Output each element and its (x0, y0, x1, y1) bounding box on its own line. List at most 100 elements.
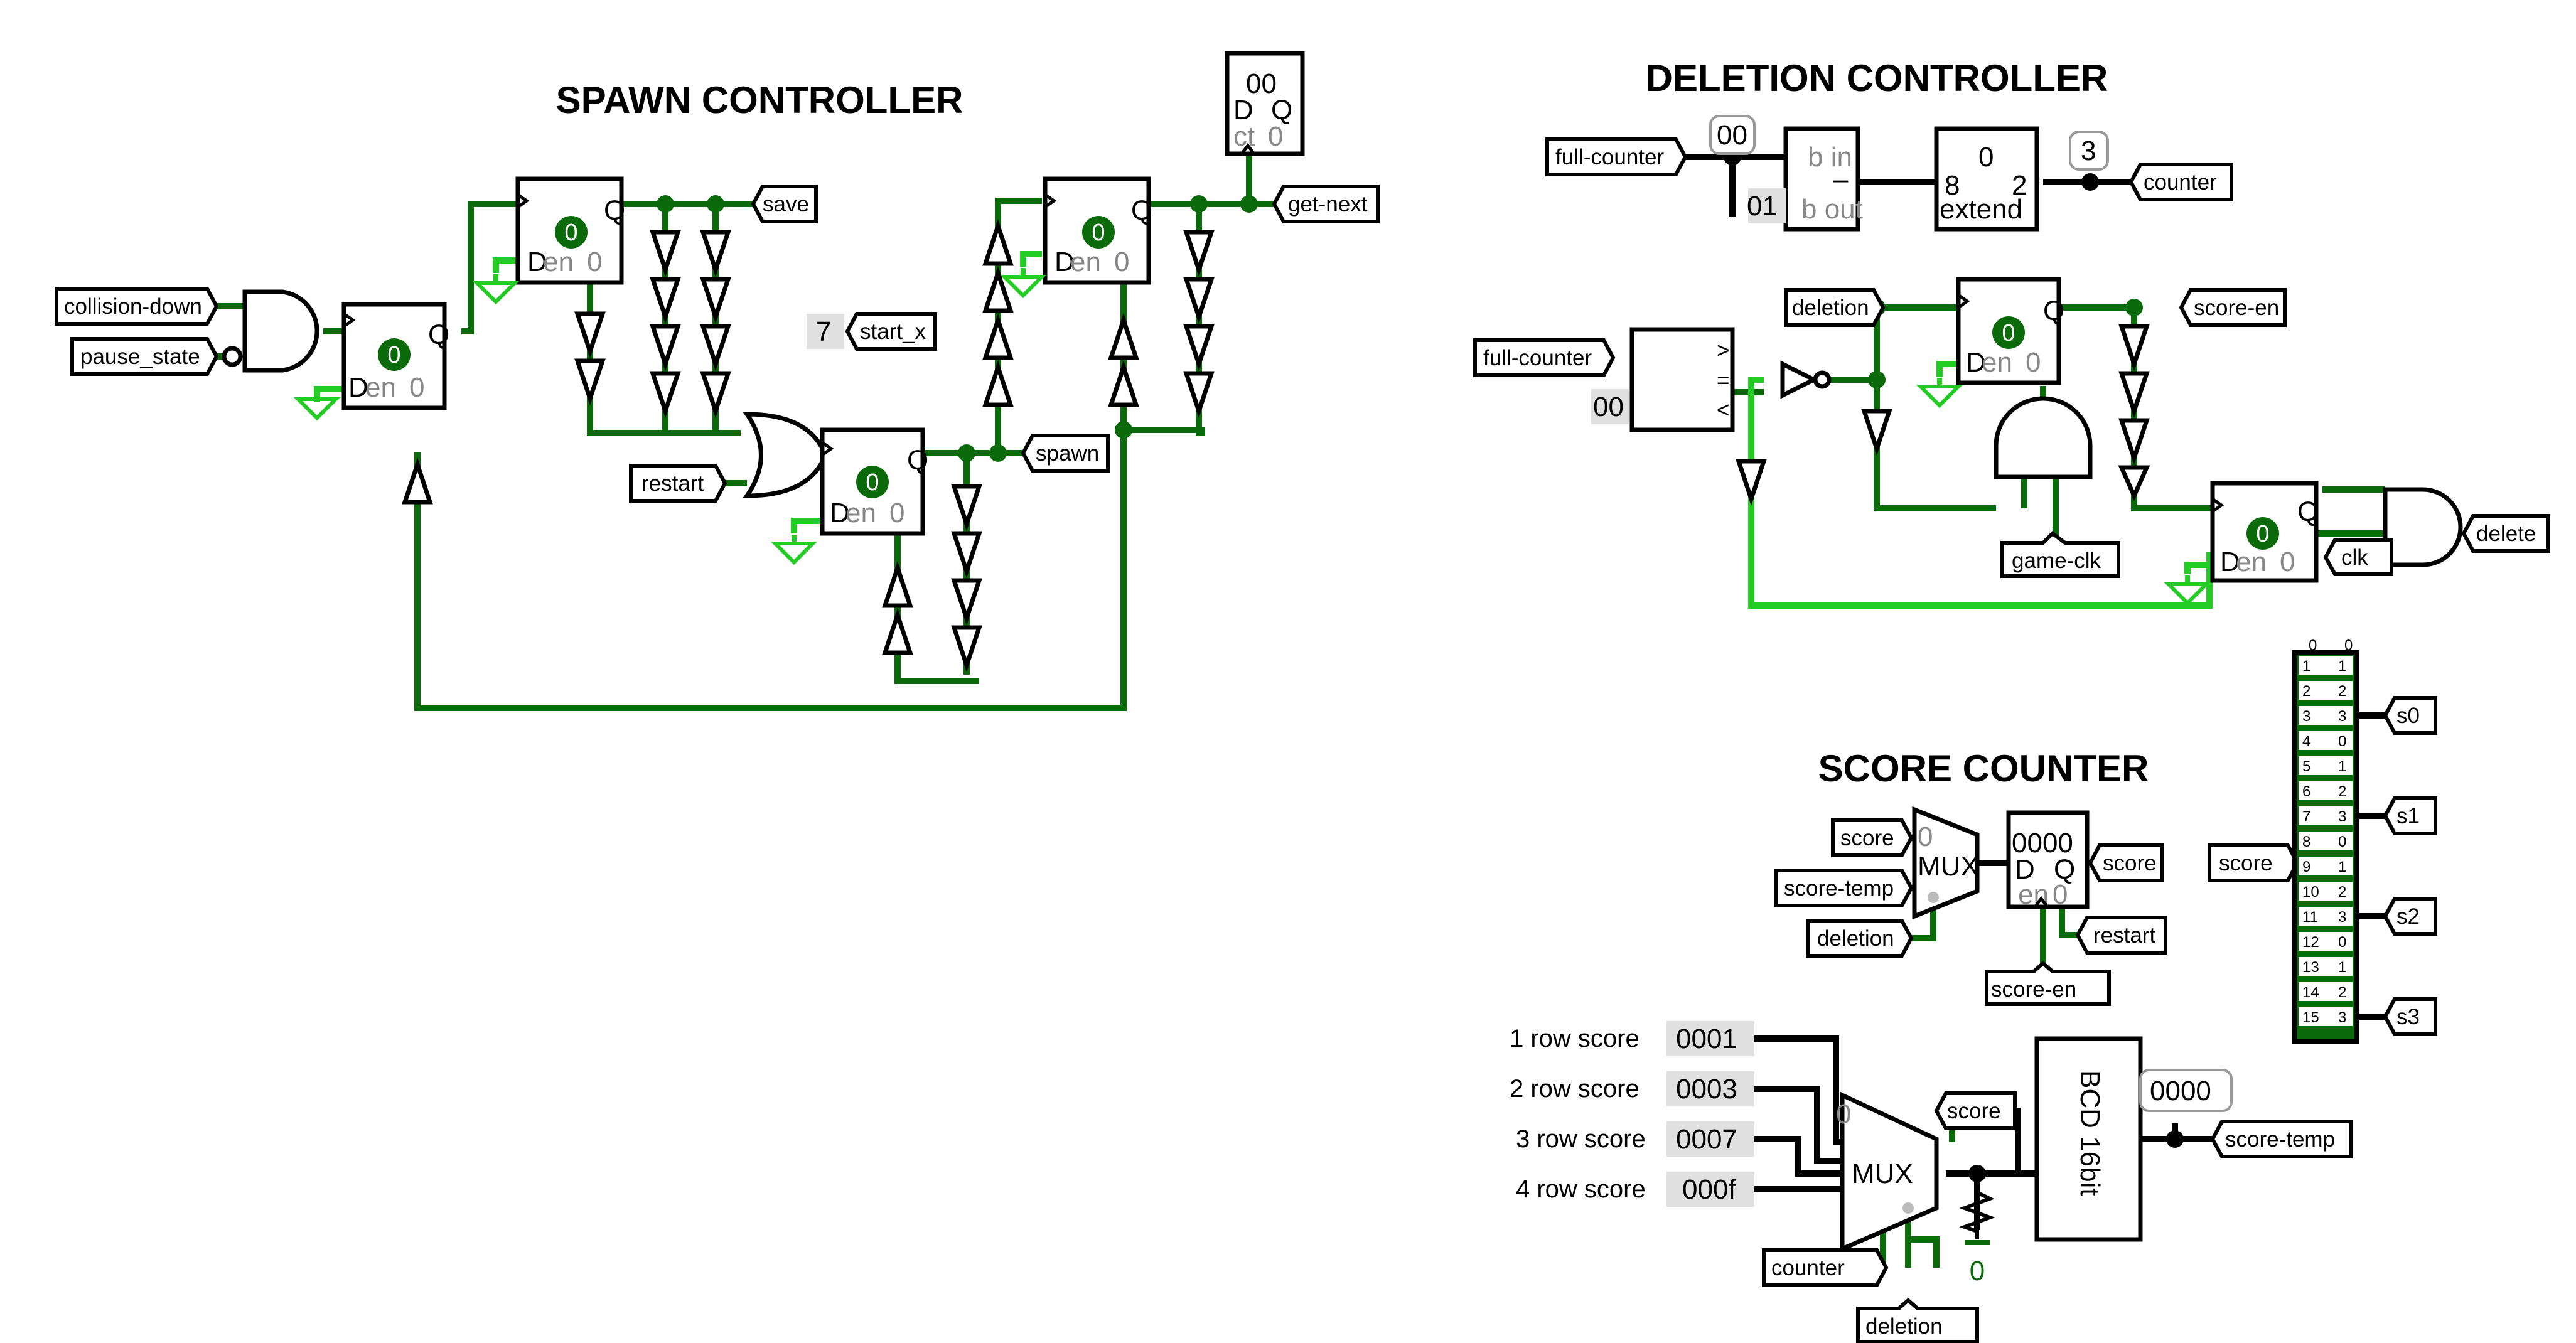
bcd-converter: BCD 16bit (2034, 1036, 2143, 1242)
splitter-out-label: 3 (2338, 808, 2346, 825)
splitter-bit-label: 7 (2302, 808, 2310, 825)
splitter-bit-label: 4 (2302, 733, 2310, 750)
borrow-constant: 01 (1747, 188, 1786, 223)
svg-text:3 row score: 3 row score (1516, 1125, 1646, 1153)
mux-row-score: 0 MUX (1836, 1091, 1939, 1253)
tunnel-s2: s2 (2383, 897, 2437, 936)
svg-text:000f: 000f (1682, 1174, 1736, 1205)
bit-extender: 0 8 2 extend (1934, 126, 2039, 232)
svg-text:score: score (2103, 851, 2157, 875)
splitter-out-label: 2 (2338, 683, 2346, 700)
svg-text:pause_state: pause_state (80, 345, 200, 369)
svg-text:counter: counter (1771, 1256, 1845, 1280)
flip-flop-4: 0 Q D en 0 (1043, 176, 1152, 285)
svg-text:0: 0 (409, 372, 424, 403)
svg-text:0: 0 (2309, 637, 2317, 654)
svg-text:restart: restart (2093, 923, 2155, 948)
svg-text:game-clk: game-clk (2012, 548, 2101, 573)
svg-text:>: > (1717, 338, 1729, 363)
svg-text:Q: Q (1271, 95, 1292, 126)
svg-text:s0: s0 (2396, 704, 2420, 728)
svg-text:0: 0 (1836, 1099, 1851, 1130)
tunnel-clk: clk (2323, 538, 2393, 576)
splitter-bit-label: 2 (2302, 683, 2310, 700)
splitter-bit-label: 12 (2302, 934, 2319, 951)
buffer (2118, 465, 2150, 501)
svg-text:4 row score: 4 row score (1516, 1175, 1646, 1203)
svg-text:Q: Q (2043, 296, 2064, 326)
tunnel-deletion-in: deletion (1806, 919, 1914, 958)
tunnel-s3: s3 (2383, 997, 2437, 1036)
svg-text:ct: ct (1233, 121, 1255, 152)
svg-text:start_x: start_x (860, 319, 926, 344)
svg-text:score: score (1947, 1099, 2001, 1123)
svg-text:collision-down: collision-down (64, 294, 202, 319)
tunnel-deletion-2: deletion (1856, 1298, 1979, 1343)
splitter-row (2299, 706, 2353, 725)
svg-text:<: < (1717, 398, 1729, 422)
svg-text:b out: b out (1801, 194, 1863, 225)
splitter-row (2299, 681, 2353, 700)
tunnel-delete: delete (2461, 514, 2550, 553)
splitter-bit-label: 11 (2302, 909, 2318, 926)
svg-text:D: D (1966, 347, 1986, 378)
svg-text:score-temp: score-temp (1784, 876, 1894, 901)
svg-text:score-en: score-en (2194, 296, 2279, 320)
comparator-constant: 00 (1591, 389, 1629, 424)
svg-text:D: D (348, 372, 368, 403)
tunnel-game-clk: game-clk (2000, 531, 2120, 578)
svg-text:0: 0 (1978, 142, 1994, 173)
splitter-row (2299, 957, 2353, 976)
spawn-controller: SPAWN CONTROLLER (55, 51, 1380, 711)
svg-text:D: D (830, 498, 850, 528)
splitter-out-label: 3 (2338, 708, 2346, 725)
svg-text:s3: s3 (2396, 1005, 2420, 1029)
svg-text:00: 00 (1717, 120, 1747, 151)
svg-text:score: score (1840, 826, 1894, 850)
svg-text:save: save (763, 192, 809, 217)
svg-text:D: D (2220, 547, 2240, 577)
svg-text:en: en (1070, 247, 1101, 277)
splitter-row (2299, 932, 2353, 951)
flip-flop-deletion-2: 0 Q D en 0 (2210, 481, 2319, 583)
svg-text:D: D (1233, 95, 1253, 126)
svg-text:MUX: MUX (1918, 851, 1979, 882)
flip-flop-3: 0 Q D en 0 (820, 427, 928, 536)
svg-text:s1: s1 (2396, 804, 2420, 828)
svg-text:deletion: deletion (1792, 296, 1869, 320)
splitter-out-label: 1 (2338, 658, 2346, 675)
splitter-row (2299, 781, 2353, 800)
tunnel-full-counter-1: full-counter (1545, 137, 1688, 176)
tunnel-s1: s1 (2383, 796, 2437, 835)
svg-text:0: 0 (564, 220, 577, 246)
mux-score: 0 MUX (1912, 806, 1980, 920)
subtractor: b in – b out (1783, 126, 1863, 232)
svg-text:=: = (1717, 368, 1729, 393)
svg-text:0: 0 (2053, 879, 2068, 910)
buffer (2118, 371, 2150, 419)
tunnel-start-x: start_x (845, 312, 937, 351)
svg-text:b in: b in (1808, 142, 1852, 173)
splitter-row (2299, 1007, 2353, 1026)
splitter-out-label: 2 (2338, 884, 2346, 901)
svg-text:Q: Q (1131, 195, 1152, 226)
svg-text:0: 0 (1092, 220, 1105, 246)
flip-flop-2: 0 Q D en 0 (515, 176, 625, 285)
svg-text:spawn: spawn (1036, 441, 1099, 466)
svg-text:Q: Q (2297, 496, 2319, 527)
tunnel-full-counter-2: full-counter (1473, 338, 1616, 377)
splitter-bit-label: 1 (2302, 658, 2310, 675)
not-gate (1780, 360, 1819, 399)
svg-text:0: 0 (1268, 121, 1283, 152)
splitter-row (2299, 731, 2353, 750)
buffer (2118, 418, 2150, 466)
tunnel-pause-state: pause_state (70, 337, 219, 376)
svg-text:D: D (527, 247, 547, 277)
svg-text:Q: Q (2054, 854, 2075, 885)
splitter-bit-label: 5 (2302, 758, 2310, 775)
splitter-out-label: 3 (2338, 909, 2346, 926)
splitter-row (2299, 857, 2353, 875)
svg-text:D: D (2015, 854, 2035, 885)
svg-text:en: en (2018, 879, 2049, 910)
